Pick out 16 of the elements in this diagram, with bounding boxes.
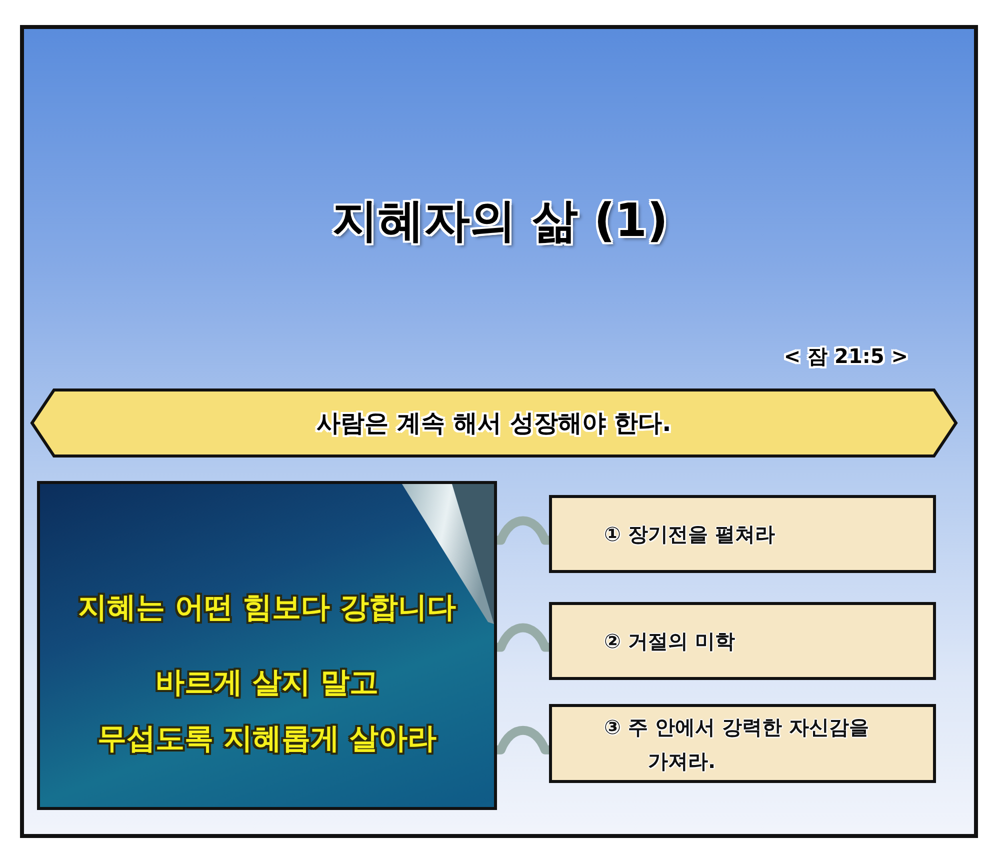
item-box: [549, 495, 936, 573]
item-text: ② 거절의 미학: [604, 628, 735, 655]
item-text: ③ 주 안에서 강력한 자신감을 가져라.: [604, 714, 870, 774]
headline-text: 지혜는 어떤 힘보다 강합니다: [78, 589, 456, 626]
title: 지혜자의 삶 (1): [332, 192, 668, 249]
body-text: 바르게 살지 말고 무섭도록 지혜롭게 살아라: [96, 664, 438, 757]
binder-ring: [496, 516, 550, 545]
hexagon-banner: [30, 388, 958, 458]
slide-panel: [37, 481, 497, 810]
binder-ring: [496, 726, 550, 754]
banner-text: 사람은 계속 해서 성장해야 한다.: [316, 408, 672, 439]
binder-ring: [496, 623, 550, 652]
item-box: [549, 704, 936, 783]
item-text: ① 장기전을 펼쳐라: [604, 521, 775, 548]
verse-reference: < 잠 21:5 >: [784, 343, 908, 370]
item-box: [549, 602, 936, 680]
